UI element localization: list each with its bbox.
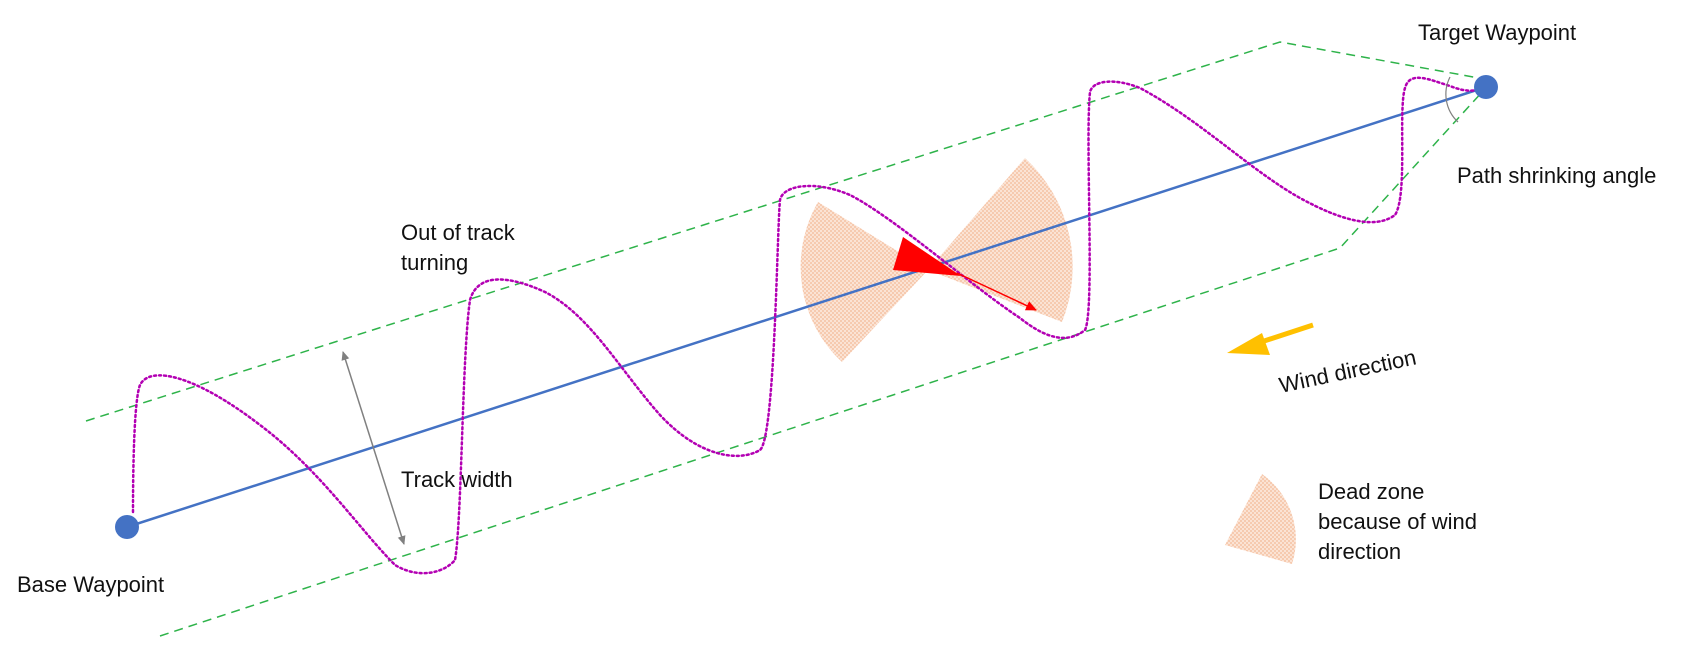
wind-arrow-shaft <box>1257 322 1314 346</box>
dead-zone-sectors <box>800 158 1073 362</box>
dead-zone-label-line3: direction <box>1318 539 1401 564</box>
base-waypoint-label: Base Waypoint <box>17 572 164 597</box>
track-boundary <box>85 41 1494 637</box>
dead-zone-label-line1: Dead zone <box>1318 479 1424 504</box>
sailing-path <box>131 76 1488 575</box>
out-of-track-label-line1: Out of track <box>401 220 516 245</box>
track-boundary-upper <box>85 41 1491 422</box>
legend-dead-zone-icon <box>1225 474 1296 564</box>
wind-arrow-icon <box>1227 333 1270 355</box>
boat-heading <box>893 237 1037 311</box>
route-line <box>126 85 1487 529</box>
base-waypoint-marker <box>115 515 139 539</box>
path-shrinking-angle-label: Path shrinking angle <box>1457 163 1656 188</box>
wind-direction-label: Wind direction <box>1277 344 1419 397</box>
dead-zone-sector-front <box>928 158 1073 322</box>
boat-arrow-icon <box>893 237 961 276</box>
target-waypoint-marker <box>1474 75 1498 99</box>
dead-zone-label-line2: because of wind <box>1318 509 1477 534</box>
heading-vector-icon <box>956 272 1037 311</box>
dead-zone-sector-rear <box>800 202 928 362</box>
track-width-label: Track width <box>401 467 513 492</box>
shrinking-angle-arc <box>1445 76 1459 123</box>
wind-arrow <box>1227 322 1314 355</box>
out-of-track-label-line2: turning <box>401 250 468 275</box>
target-waypoint-label: Target Waypoint <box>1418 20 1576 45</box>
track-width-arrow <box>341 351 406 545</box>
